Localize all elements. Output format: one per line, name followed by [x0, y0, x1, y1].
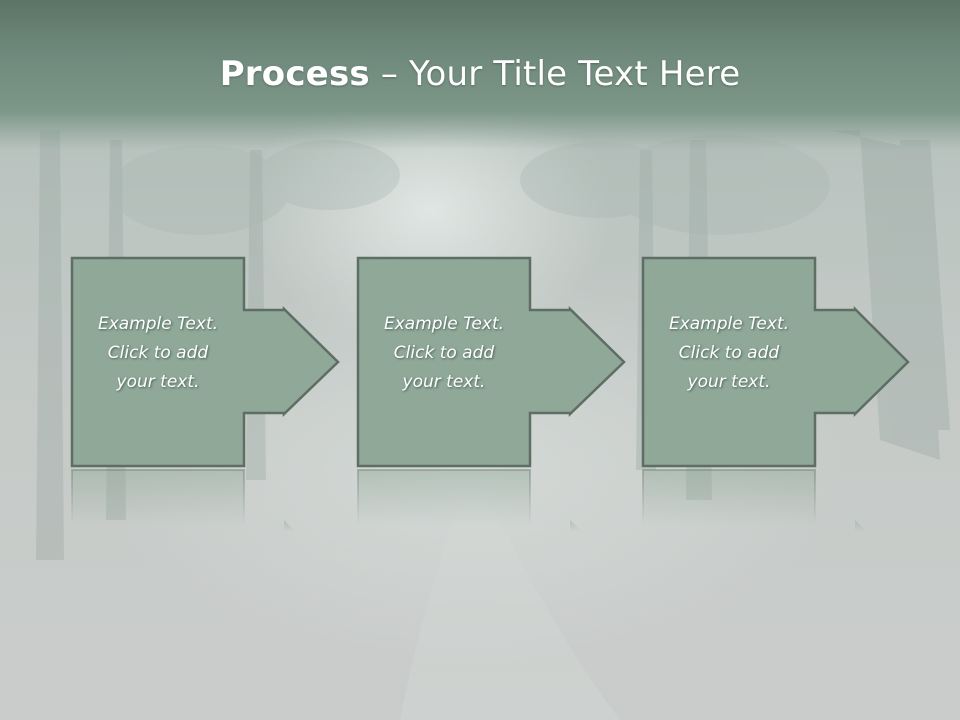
step-reflections — [71, 469, 867, 532]
step-1-text[interactable]: Example Text. Click to add your text. — [72, 310, 244, 397]
step-1-arrow-shape[interactable] — [70, 256, 340, 468]
step-3-arrow-shape[interactable] — [641, 256, 910, 468]
step-1-line-2: Click to add — [107, 343, 209, 363]
step-2-reflection — [357, 469, 531, 526]
step-3-line-1: Example Text. — [668, 314, 790, 334]
step-3-line-3: your text. — [687, 372, 771, 392]
step-2-arrow-shape[interactable] — [356, 256, 626, 468]
step-1-line-1: Example Text. — [97, 314, 219, 334]
title-regular-part: – Your Title Text Here — [369, 54, 741, 94]
step-2-line-1: Example Text. — [383, 314, 505, 334]
step-1-reflection — [71, 469, 245, 526]
step-2-text[interactable]: Example Text. Click to add your text. — [358, 310, 530, 397]
step-1-line-3: your text. — [116, 372, 200, 392]
slide-title[interactable]: Process – Your Title Text Here — [0, 52, 960, 96]
title-bar — [0, 0, 960, 150]
step-2-line-2: Click to add — [393, 343, 495, 363]
step-2-line-3: your text. — [402, 372, 486, 392]
title-bold-part: Process — [219, 54, 370, 94]
step-3-reflection — [642, 469, 816, 526]
step-3-line-2: Click to add — [678, 343, 780, 363]
step-3-text[interactable]: Example Text. Click to add your text. — [643, 310, 815, 397]
